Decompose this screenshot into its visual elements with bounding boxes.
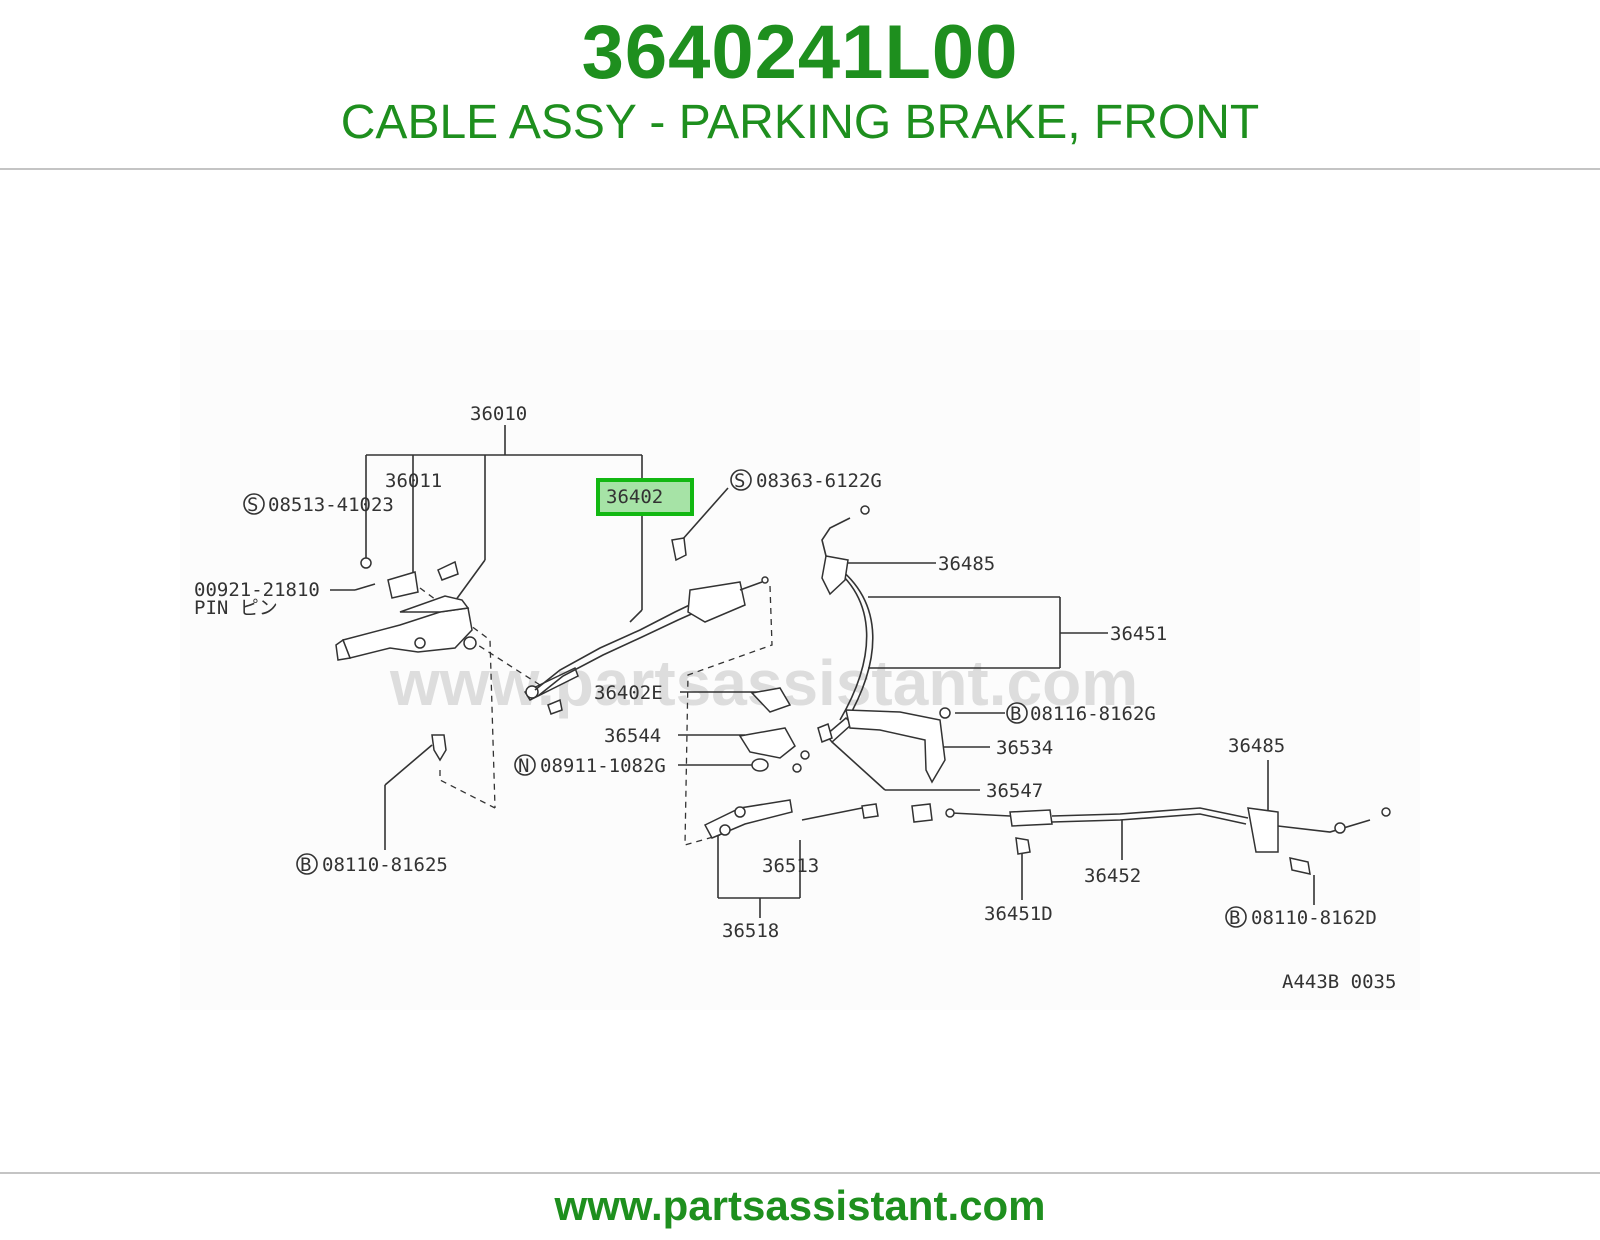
brake-lever-drawing (335, 557, 579, 762)
label-36402E[interactable]: 36402E (594, 682, 663, 704)
part-description: CABLE ASSY - PARKING BRAKE, FRONT (340, 96, 1260, 149)
equalizer-cable-drawing (703, 799, 1391, 875)
footer-url[interactable]: www.partsassistant.com (554, 1182, 1046, 1229)
label-36485-right[interactable]: 36485 (1228, 735, 1285, 757)
front-cable-drawing (534, 537, 769, 697)
label-08110-81625[interactable]: 08110-81625 (322, 854, 448, 876)
label-36452[interactable]: 36452 (1084, 865, 1141, 887)
label-08513-41023[interactable]: 08513-41023 (268, 494, 394, 516)
footer-divider (0, 1172, 1600, 1174)
header-divider (0, 168, 1600, 170)
leader-lines (330, 425, 1315, 918)
label-36451[interactable]: 36451 (1110, 623, 1167, 645)
prefix-circles: S S B N B B (243, 469, 1247, 929)
label-pin: PIN ピン (194, 597, 278, 619)
label-36544[interactable]: 36544 (604, 725, 661, 747)
label-36485-top[interactable]: 36485 (938, 553, 995, 575)
diagram-code: A443B 0035 (1282, 971, 1396, 993)
prefix-s1: S (247, 494, 258, 516)
prefix-b2: B (300, 854, 311, 876)
label-36010[interactable]: 36010 (470, 403, 527, 425)
watermark-text: www.partsassistant.com (389, 647, 1138, 719)
label-08911-1082G[interactable]: 08911-1082G (540, 755, 666, 777)
label-36402[interactable]: 36402 (606, 486, 663, 508)
part-number-title: 3640241L00 (581, 10, 1019, 95)
page-header: 3640241L00 CABLE ASSY - PARKING BRAKE, F… (0, 0, 1600, 170)
part-labels: 36010 36011 08513-41023 00921-21810 PIN … (194, 403, 1396, 993)
rear-cable-drawing (738, 505, 951, 784)
label-36513[interactable]: 36513 (762, 855, 819, 877)
prefix-s2: S (734, 470, 745, 492)
label-36451D[interactable]: 36451D (984, 903, 1053, 925)
label-36518[interactable]: 36518 (722, 920, 779, 942)
label-36547[interactable]: 36547 (986, 780, 1043, 802)
prefix-b3: B (1229, 907, 1240, 929)
label-00921-21810[interactable]: 00921-21810 (194, 579, 320, 601)
prefix-b1: B (1010, 703, 1021, 725)
prefix-n1: N (518, 755, 529, 777)
label-36011[interactable]: 36011 (385, 470, 442, 492)
label-08116-8162G[interactable]: 08116-8162G (1030, 703, 1156, 725)
assembly-dash-lines (419, 585, 773, 846)
label-36534[interactable]: 36534 (996, 737, 1053, 759)
label-08363-6122G[interactable]: 08363-6122G (756, 470, 882, 492)
label-08110-8162D[interactable]: 08110-8162D (1251, 907, 1377, 929)
highlight-box[interactable] (596, 478, 694, 516)
